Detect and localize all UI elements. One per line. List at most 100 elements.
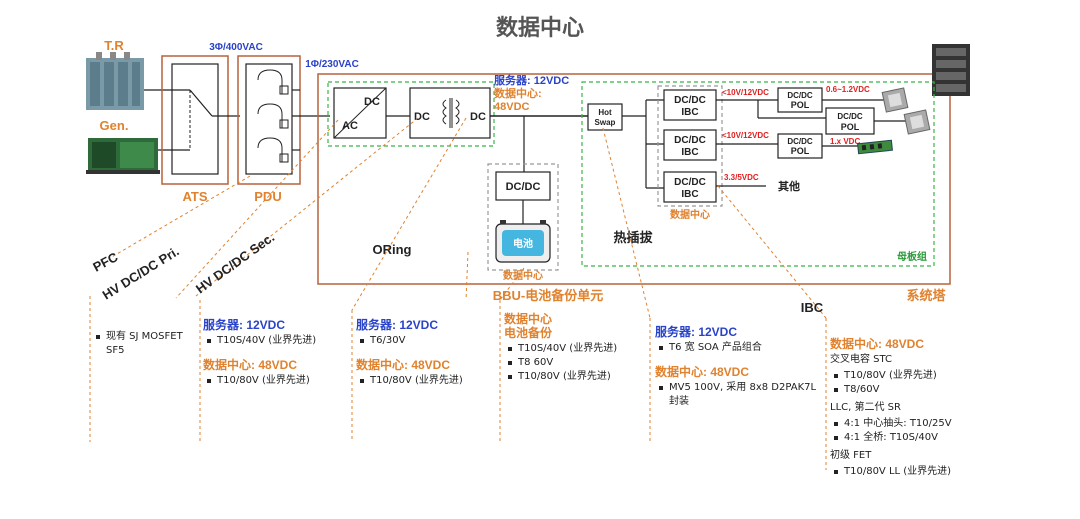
v10-12-label-a: <10V/12VDC (722, 88, 769, 97)
pol-c-label-2: POL (791, 146, 810, 156)
column-text: 交叉电容 STC (830, 354, 893, 365)
hot-swap-block (587, 103, 623, 131)
hv-sec-label: HV DC/DC Sec. (193, 230, 277, 297)
v3-5-label: 3.3/5VDC (724, 173, 759, 182)
column-text: LLC, 第二代 SR (830, 402, 901, 413)
column-heading: 服务器: 12VDC (203, 318, 286, 332)
bbu-label: BBU-电池备份单元 (493, 288, 604, 303)
transformer-symbol-icon (442, 98, 460, 128)
ibc-bot-block (663, 171, 717, 203)
column-heading: 数据中心 (504, 312, 553, 326)
list-item: T10/80V (业界先进) (508, 370, 646, 384)
psu-frame (327, 81, 495, 147)
pdu-frame (237, 55, 301, 185)
list-item: T6 宽 SOA 产品组合 (659, 341, 821, 355)
ats-frame (161, 55, 229, 185)
ibc-bot-label-1: DC/DC (674, 177, 706, 188)
ats-label: ATS (182, 189, 207, 204)
pfc-label: PFC (90, 249, 121, 275)
leader-lines (109, 117, 827, 319)
list-item: T10S/40V (业界先进) (207, 334, 349, 348)
list-item: T10/80V (业界先进) (207, 374, 349, 388)
list-item: 4:1 全桥: T10S/40V (834, 431, 1000, 445)
ibc-section-label: IBC (801, 300, 824, 315)
server-12v-label: 服务器: 12VDC (494, 73, 569, 87)
oring-label: ORing (373, 242, 412, 257)
column-heading: 服务器: 12VDC (356, 318, 439, 332)
pol-a-label-2: POL (791, 100, 810, 110)
column-heading: 数据中心: 48VDC (203, 358, 298, 372)
battery-label: 电池 (513, 237, 533, 250)
other-label: 其他 (778, 179, 800, 193)
ibc-top-block (663, 89, 717, 121)
system-tower-label: 系统塔 (906, 288, 946, 303)
list-item: T10/80V (业界先进) (360, 374, 496, 388)
column-hv-sec: 服务器: 12VDC T6/30V 数据中心: 48VDC T10/80V (业… (356, 318, 496, 398)
cpu-chip-icon (881, 87, 909, 113)
ibc-mid-block (663, 129, 717, 161)
hotplug-label: 热插拔 (613, 230, 653, 245)
acdc-dc-label: DC (364, 96, 380, 108)
page-title: 数据中心 (496, 15, 584, 40)
system-tower-frame (317, 73, 951, 285)
pol-b-label-2: POL (841, 122, 860, 132)
list-item: T8/60V (834, 383, 1000, 397)
list-item: T6/30V (360, 334, 496, 348)
ibc-frame (657, 85, 723, 207)
column-heading: 电池备份 (504, 326, 553, 340)
bbu-dc-label: 数据中心 (503, 269, 543, 282)
ibc-bot-label-2: IBC (681, 189, 698, 200)
v10-12-label-b: <10V/12VDC (722, 131, 769, 140)
list-item: T10/80V LL (业界先进) (834, 465, 1000, 479)
pol-b-label-1: DC/DC (837, 112, 863, 121)
v06-12-label: 0.6~1.2VDC (826, 85, 870, 94)
list-item: T10S/40V (业界先进) (508, 342, 646, 356)
transformer-icon (86, 52, 144, 110)
column-heading: 数据中心: 48VDC (356, 358, 451, 372)
list-item: T8 60V (508, 356, 646, 370)
column-heading: 数据中心: 48VDC (830, 337, 925, 351)
ibc-mid-label-2: IBC (681, 147, 698, 158)
dc-48v-label-2: 48VDC (494, 101, 530, 113)
column-hv-pri: 服务器: 12VDC T10S/40V (业界先进) 数据中心: 48VDC T… (203, 318, 349, 398)
server-rack-icon (932, 44, 970, 96)
v1x-label: 1.x VDC (830, 137, 860, 146)
column-ibc: 数据中心: 48VDC 交叉电容 STC T10/80V (业界先进) T8/6… (830, 337, 1000, 479)
dcdc-right-label: DC (470, 111, 486, 123)
motherboard-frame (581, 81, 935, 267)
three-phase-label: 3Φ/400VAC (209, 42, 263, 53)
list-item: 4:1 中心抽头: T10/25V (834, 417, 1000, 431)
dc-48v-label-1: 数据中心: (494, 86, 542, 100)
acdc-block (333, 87, 387, 139)
ibc-dc-label: 数据中心 (670, 208, 710, 221)
acdc-ac-label: AC (342, 120, 358, 132)
generator-icon (86, 138, 160, 174)
ibc-top-label-2: IBC (681, 107, 698, 118)
motherboard-label: 母板组 (897, 250, 927, 263)
dcdc-left-label: DC (414, 111, 430, 123)
ibc-top-label-1: DC/DC (674, 95, 706, 106)
generator-label: Gen. (100, 118, 129, 133)
hot-swap-label-2: Swap (595, 118, 616, 127)
transformer-label: T.R (104, 38, 124, 53)
column-pfc: 现有 SJ MOSFET SF5 (92, 330, 196, 368)
breaker-icons (257, 69, 289, 163)
column-hotplug: 服务器: 12VDC T6 宽 SOA 产品组合 数据中心: 48VDC MV5… (655, 325, 821, 419)
column-bbu: 数据中心 电池备份 T10S/40V (业界先进) T8 60V T10/80V… (504, 312, 646, 394)
column-heading: 服务器: 12VDC (655, 325, 738, 339)
hot-swap-label-1: Hot (598, 108, 612, 117)
single-phase-label: 1Φ/230VAC (305, 59, 359, 70)
pol-a-label-1: DC/DC (787, 91, 813, 100)
column-separators (89, 296, 827, 470)
list-item: MV5 100V, 采用 8x8 D2PAK7L 封装 (659, 381, 821, 409)
column-heading: 数据中心: 48VDC (655, 365, 750, 379)
dcdc-isolated-block (409, 87, 491, 139)
list-item: T10/80V (业界先进) (834, 369, 1000, 383)
gpu-chip-icon (903, 109, 931, 135)
memory-module-icon (857, 139, 893, 155)
pol-c-label-1: DC/DC (787, 137, 813, 146)
column-text: 初级 FET (830, 450, 872, 461)
list-item: 现有 SJ MOSFET SF5 (96, 330, 196, 358)
ibc-mid-label-1: DC/DC (674, 135, 706, 146)
